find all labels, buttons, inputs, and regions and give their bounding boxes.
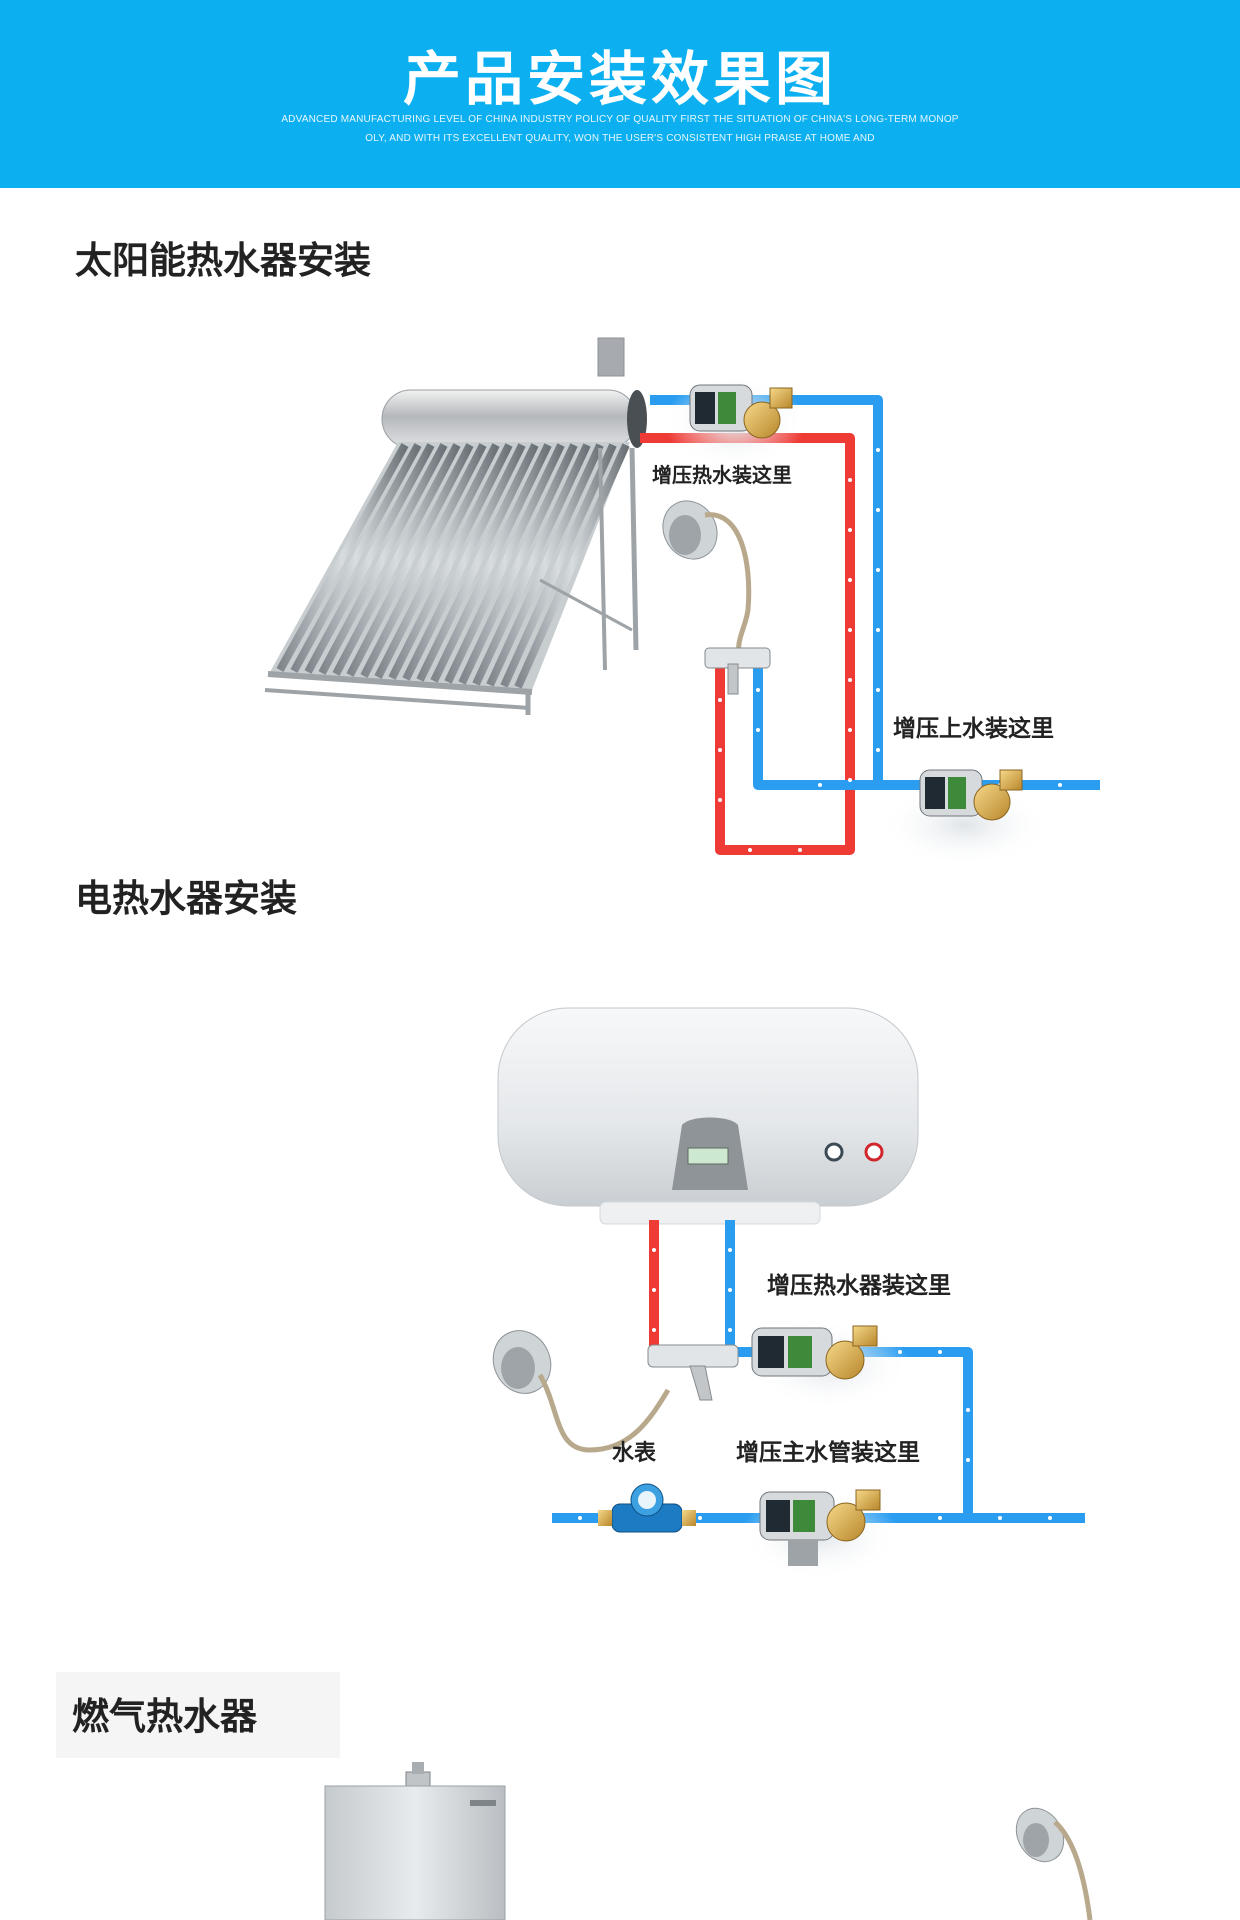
pump-icon [880, 769, 1050, 860]
label-hot-pump: 增压热水装这里 [652, 463, 792, 487]
pump-icon [665, 374, 805, 470]
shower-head-icon [492, 1330, 671, 1453]
mixer-valve-icon [647, 1344, 739, 1401]
electric-installation-diagram: 增压热水器装这里 水表 增压主水管装这里 [492, 1007, 1085, 1580]
label-supply-pump: 增压上水装这里 [893, 715, 1054, 742]
label-heater-pump: 增压热水器装这里 [767, 1272, 951, 1299]
section-title-solar: 太阳能热水器安装 [75, 239, 371, 282]
label-water-meter: 水表 [612, 1441, 657, 1466]
header-banner: 产品安装效果图 ADVANCED MANUFACTURING LEVEL OF … [0, 0, 1240, 188]
banner-subtitle-line-2: OLY, AND WITH ITS EXCELLENT QUALITY, WON… [365, 133, 875, 144]
solar-installation-diagram: 增压热水装这里 增压上水装这里 [264, 337, 1100, 860]
gas-heater-icon [324, 1762, 506, 1920]
mixer-valve-icon [704, 647, 771, 695]
pump-icon [750, 1320, 910, 1410]
pump-icon [740, 1489, 900, 1580]
page-title: 产品安装效果图 [402, 45, 837, 113]
label-main-pump: 增压主水管装这里 [736, 1439, 920, 1466]
banner-subtitle-line-1: ADVANCED MANUFACTURING LEVEL OF CHINA IN… [281, 114, 959, 125]
shower-head-icon [1015, 1807, 1093, 1920]
section-title-electric: 电热水器安装 [75, 877, 297, 920]
water-meter-icon [598, 1483, 696, 1533]
water-heater-icon [497, 1007, 919, 1225]
cold-water-pipe-branch [753, 665, 878, 790]
solar-collector-icon [264, 337, 647, 715]
section-title-background [56, 1672, 340, 1758]
shower-head-icon [662, 500, 752, 661]
gas-installation-diagram [324, 1762, 1093, 1920]
section-title-gas: 燃气热水器 [72, 1695, 257, 1738]
